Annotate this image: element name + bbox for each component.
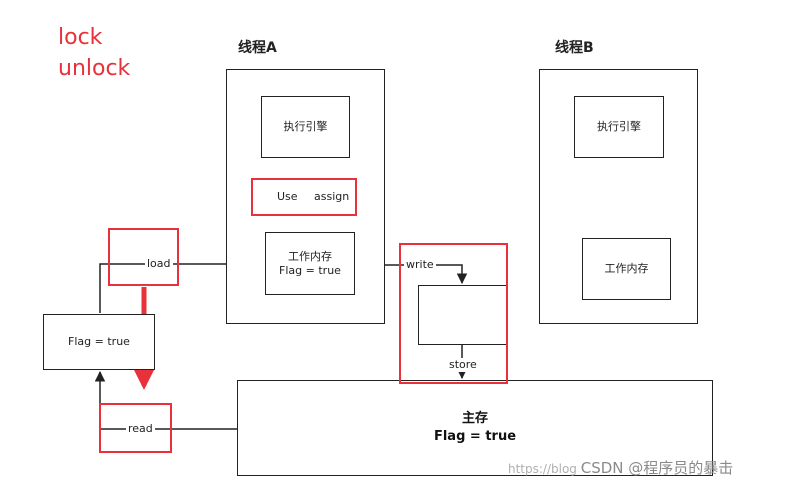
highlight-use-assign: [251, 178, 357, 216]
watermark-url: https://blog: [508, 462, 577, 476]
thread-a-workmem-value: Flag = true: [279, 263, 341, 277]
main-memory-title: 主存: [461, 411, 488, 426]
load-arrow: [99, 258, 264, 313]
thread-a-workmem-label: 工作内存: [288, 249, 332, 263]
watermark: https://blog CSDN @程序员的暴击: [508, 457, 733, 478]
op-write-label: write: [404, 258, 436, 272]
highlight-write-store: [399, 243, 508, 384]
thread-b-workmem-label: 工作内存: [604, 262, 649, 275]
thread-a-title: 线程A: [238, 40, 277, 56]
thread-b-engine-label: 执行引擎: [597, 120, 641, 133]
thread-b-workmem: 工作内存: [582, 238, 671, 300]
write-arrow: [355, 264, 468, 285]
left-flag-label: Flag = true: [68, 335, 130, 348]
main-memory: 主存 Flag = true: [237, 380, 713, 476]
op-assign-label: assign: [312, 190, 352, 204]
left-flag-box: Flag = true: [43, 314, 155, 370]
thread-a-workmem: 工作内存 Flag = true: [265, 232, 355, 295]
legend-unlock: unlock: [58, 56, 131, 81]
op-load-label: load: [145, 257, 173, 271]
thread-a-engine-label: 执行引擎: [283, 120, 328, 133]
watermark-brand: CSDN @程序员的暴击: [580, 459, 734, 477]
highlight-read: [99, 403, 172, 453]
main-memory-value: Flag = true: [433, 429, 517, 444]
legend-lock: lock: [58, 25, 103, 50]
highlight-load: [108, 228, 179, 286]
thread-b-engine: 执行引擎: [574, 96, 664, 158]
thread-a-engine: 执行引擎: [261, 96, 350, 158]
op-use-label: Use: [275, 190, 300, 204]
transfer-buffer-box: [418, 285, 507, 345]
op-store-label: store: [447, 358, 479, 372]
op-read-label: read: [126, 422, 155, 436]
thread-b-title: 线程B: [555, 40, 594, 56]
